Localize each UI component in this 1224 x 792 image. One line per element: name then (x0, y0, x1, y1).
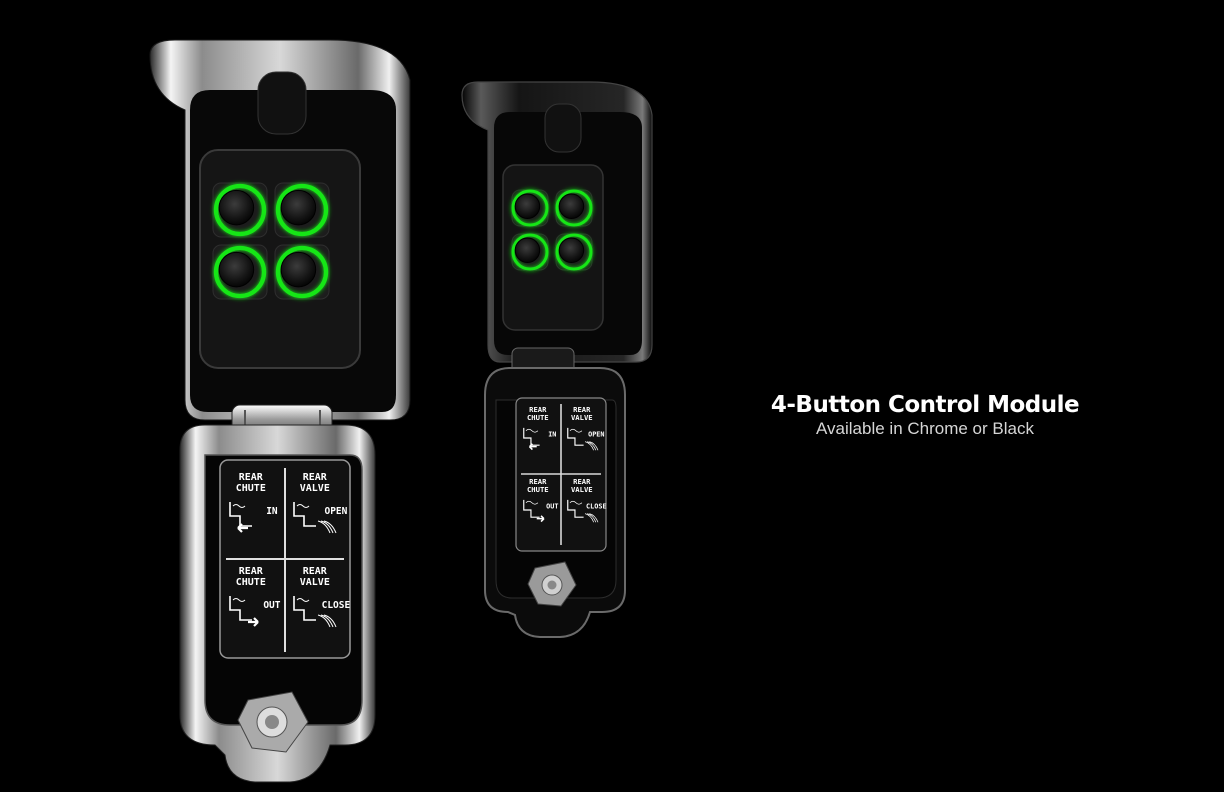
label-line-top: REAR (303, 472, 328, 483)
chrome-module: REARCHUTEINREARVALVEOPENREARCHUTEOUTREAR… (149, 39, 411, 783)
chute-icon (229, 502, 252, 527)
chrome-mount-bolt (237, 691, 309, 753)
valve-icon (293, 502, 337, 534)
label-line-top: REAR (303, 566, 328, 577)
glowing-button-icon (275, 183, 329, 237)
glowing-button-icon (275, 245, 329, 299)
label-action: OUT (546, 503, 558, 511)
arrow-right-icon (536, 515, 545, 523)
black-mount-bolt (527, 561, 577, 607)
black-module: REARCHUTEINREARVALVEOPENREARCHUTEOUTREAR… (461, 81, 653, 638)
chute-icon (523, 499, 540, 518)
label-line-mid: CHUTE (236, 483, 266, 494)
glowing-button-icon (213, 245, 267, 299)
label-line-top: REAR (239, 472, 264, 483)
label-line-mid: VALVE (300, 483, 330, 494)
glowing-button-icon (511, 189, 549, 227)
label-line-top: REAR (529, 405, 547, 414)
label-action: IN (266, 506, 278, 517)
black-button-3[interactable] (511, 233, 549, 271)
label-line-top: REAR (573, 477, 591, 486)
product-title: 4-Button Control Module (770, 392, 1080, 418)
arrow-left-icon (237, 523, 248, 533)
arrow-left-icon (528, 443, 537, 451)
chute-icon (229, 596, 252, 621)
chrome-button-4[interactable] (274, 244, 330, 300)
label-line-top: REAR (529, 477, 547, 486)
product-subtitle: Available in Chrome or Black (816, 419, 1034, 438)
black-button-2[interactable] (555, 189, 593, 227)
label-line-mid: CHUTE (527, 413, 549, 422)
label-line-mid: VALVE (300, 577, 330, 588)
glowing-button-icon (213, 183, 267, 237)
label-action: CLOSE (322, 600, 351, 611)
label-action: OPEN (588, 431, 604, 439)
label-line-top: REAR (573, 405, 591, 414)
arrow-right-icon (248, 617, 259, 627)
label-action: IN (548, 431, 556, 439)
label-line-mid: VALVE (571, 413, 593, 422)
valve-icon (567, 427, 599, 451)
chute-icon (523, 427, 540, 446)
label-line-mid: VALVE (571, 485, 593, 494)
black-button-4[interactable] (555, 233, 593, 271)
valve-icon (293, 596, 337, 628)
black-mount-slot (544, 103, 582, 153)
black-button-1[interactable] (511, 189, 549, 227)
glowing-button-icon (511, 233, 549, 271)
valve-icon (567, 499, 599, 523)
chrome-button-3[interactable] (212, 244, 268, 300)
label-line-mid: CHUTE (527, 485, 549, 494)
label-line-top: REAR (239, 566, 264, 577)
label-action: OPEN (324, 506, 347, 517)
chrome-button-2[interactable] (274, 182, 330, 238)
chrome-button-1[interactable] (212, 182, 268, 238)
glowing-button-icon (555, 189, 593, 227)
chrome-mount-slot (257, 71, 307, 135)
glowing-button-icon (555, 233, 593, 271)
label-line-mid: CHUTE (236, 577, 266, 588)
caption-block: 4-Button Control Module Available in Chr… (760, 392, 1090, 439)
label-action: CLOSE (586, 503, 607, 511)
label-action: OUT (263, 600, 280, 611)
